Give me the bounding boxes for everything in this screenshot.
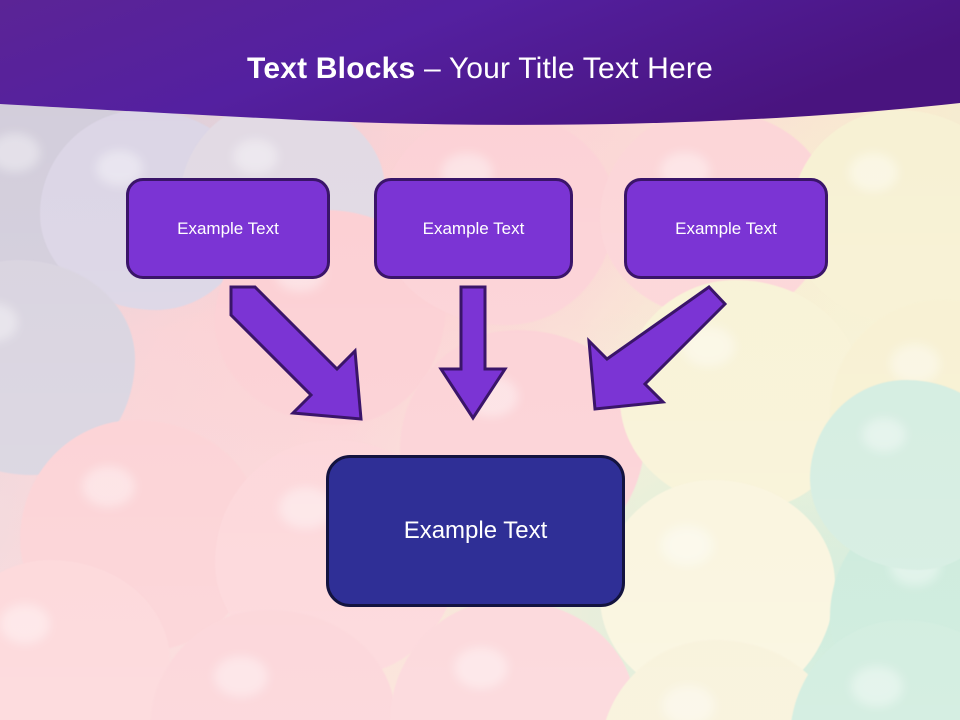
text-block-result-label: Example Text <box>403 517 548 544</box>
text-block-1-label: Example Text <box>177 218 279 238</box>
title-band: Text Blocks – Your Title Text Here <box>0 0 960 132</box>
text-block-3-label: Example Text <box>675 218 777 238</box>
page-title-bold: Text Blocks <box>247 52 424 85</box>
page-title-separator: – <box>423 52 449 85</box>
text-block-2[interactable]: Example Text <box>374 178 573 279</box>
text-block-1[interactable]: Example Text <box>126 178 330 279</box>
text-block-result[interactable]: Example Text <box>326 455 625 607</box>
text-block-2-label: Example Text <box>422 218 525 238</box>
page-title-light: Your Title Text Here <box>448 52 713 85</box>
text-block-3[interactable]: Example Text <box>624 178 828 279</box>
title-band-shape <box>0 0 960 125</box>
page-title: Text Blocks – Your Title Text Here <box>0 50 960 88</box>
